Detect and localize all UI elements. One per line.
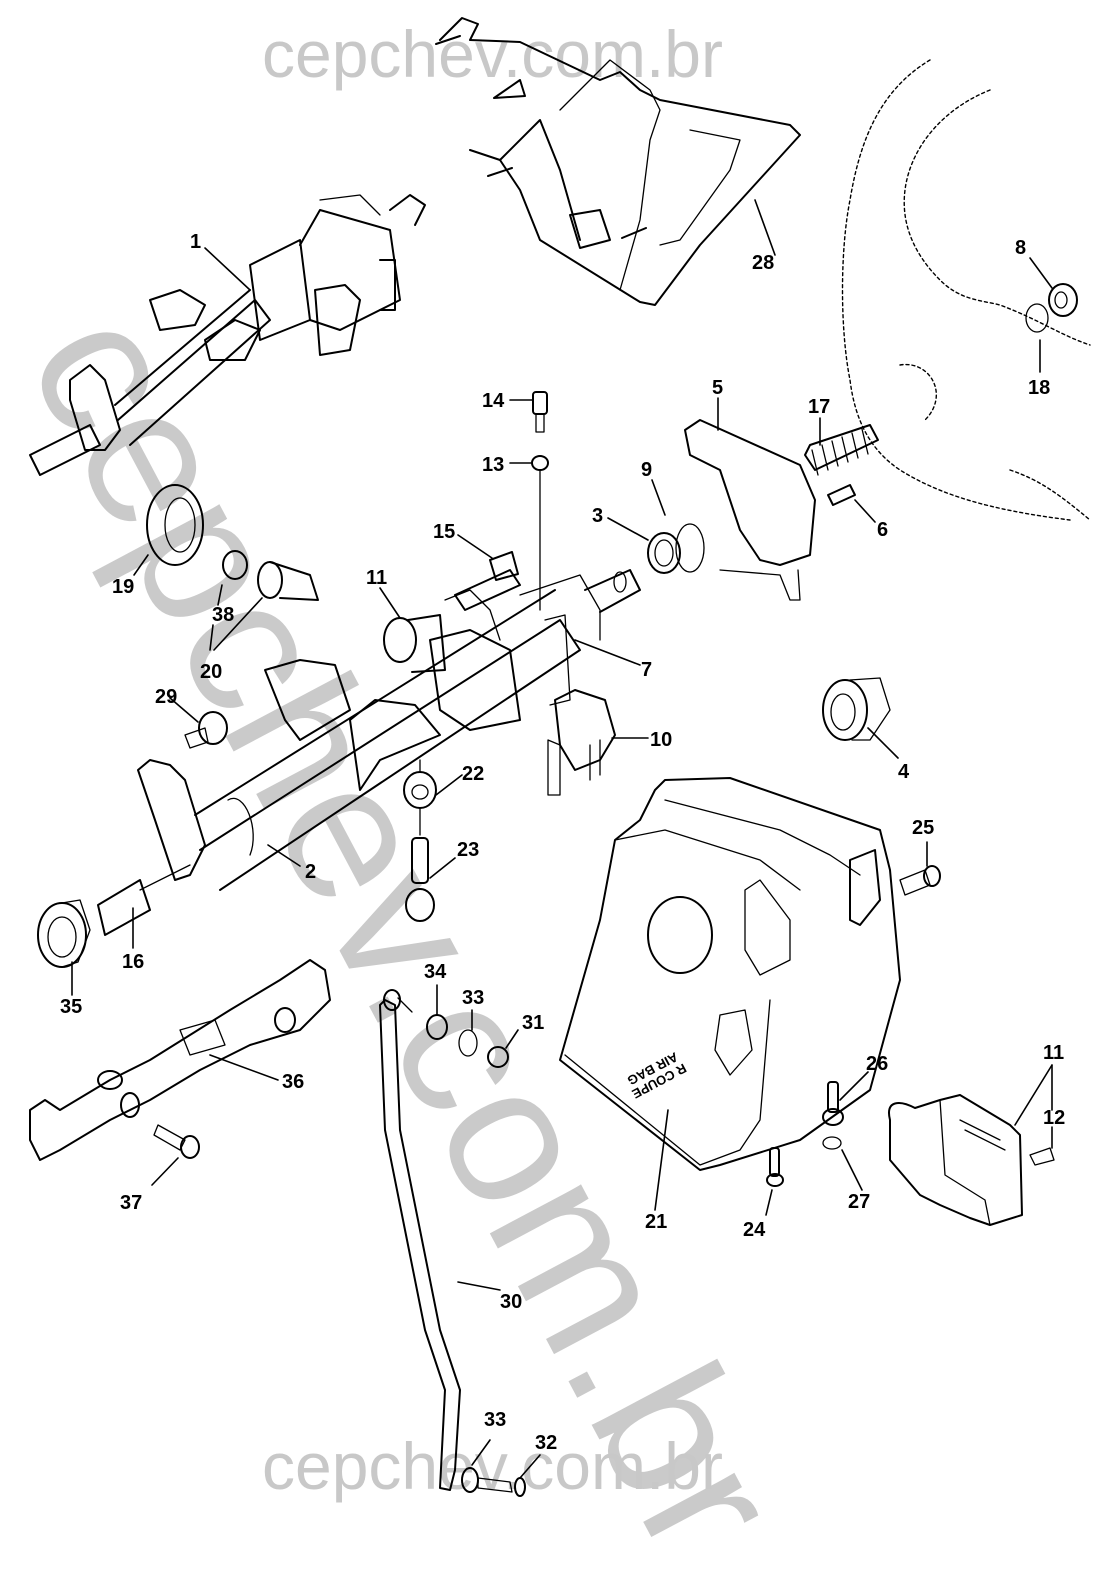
callout-11b: 11: [1043, 1042, 1065, 1064]
ground-strap-drawing: [379, 984, 541, 1497]
callout-33a: 33: [462, 987, 485, 1009]
steering-column-drawing: [97, 569, 641, 936]
callout-19: 19: [112, 576, 135, 598]
callout-11a: 11: [366, 567, 388, 589]
callout-9: 9: [641, 459, 653, 481]
callout-13: 13: [482, 454, 505, 476]
lock-cylinder-shear-bolt-drawing: [379, 534, 521, 673]
callout-7: 7: [641, 659, 653, 681]
callout-23: 23: [457, 839, 480, 861]
callout-8: 8: [1015, 237, 1027, 259]
callout-36: 36: [282, 1071, 305, 1093]
grommet-screw-drawing: [403, 759, 463, 922]
lock-housing-right-drawing: [888, 1064, 1055, 1226]
callout-24: 24: [743, 1219, 766, 1241]
callout-12: 12: [1043, 1107, 1066, 1129]
callout-32: 32: [535, 1432, 558, 1454]
callout-21: 21: [645, 1211, 668, 1233]
callout-14: 14: [482, 390, 505, 412]
steering-column-assembly-drawing: [29, 194, 426, 476]
callout-18: 18: [1028, 377, 1051, 399]
bushing-shaft-end-drawing: [37, 899, 134, 996]
callout-6: 6: [877, 519, 889, 541]
callout-16: 16: [122, 951, 145, 973]
bolt-washer-stack-drawing: [509, 391, 549, 611]
callout-37: 37: [120, 1192, 143, 1214]
screws-washer-drawing: [765, 1071, 869, 1216]
callout-22: 22: [462, 763, 485, 785]
intermediate-shaft-drawing: [29, 959, 331, 1186]
parts-drawing: [29, 17, 1091, 1497]
bushing-4-drawing: [822, 677, 899, 759]
callout-34: 34: [424, 961, 447, 983]
callout-33b: 33: [484, 1409, 507, 1431]
callout-10: 10: [650, 729, 673, 751]
callout-29: 29: [155, 686, 178, 708]
callout-25: 25: [912, 817, 935, 839]
callout-2: 2: [305, 861, 317, 883]
callout-35: 35: [60, 996, 83, 1018]
seal-lock-cylinder-drawing: [133, 484, 319, 651]
callout-26: 26: [866, 1053, 889, 1075]
callout-1: 1: [190, 231, 202, 253]
screw-25-drawing: [899, 841, 941, 896]
callout-30: 30: [500, 1291, 523, 1313]
callout-31: 31: [522, 1012, 545, 1034]
callout-17: 17: [808, 396, 831, 418]
airbag-cover-drawing: [559, 777, 901, 1211]
callout-5: 5: [712, 377, 724, 399]
nut-lockwasher-drawing: [1025, 257, 1078, 373]
callout-28: 28: [752, 252, 775, 274]
switch-drawing: [547, 689, 649, 796]
callout-3: 3: [592, 505, 604, 527]
callout-38: 38: [212, 604, 235, 626]
parts-diagram: cepchev.com.br cepchev.com.br cepchev.co…: [0, 17, 1091, 1587]
callout-15: 15: [433, 521, 456, 543]
bolt-29-drawing: [169, 697, 228, 749]
callout-27: 27: [848, 1191, 871, 1213]
mounting-bracket-drawing: [435, 17, 801, 306]
callout-4: 4: [898, 761, 910, 783]
lock-housing-drawing: [607, 397, 879, 601]
callout-20: 20: [200, 661, 223, 683]
